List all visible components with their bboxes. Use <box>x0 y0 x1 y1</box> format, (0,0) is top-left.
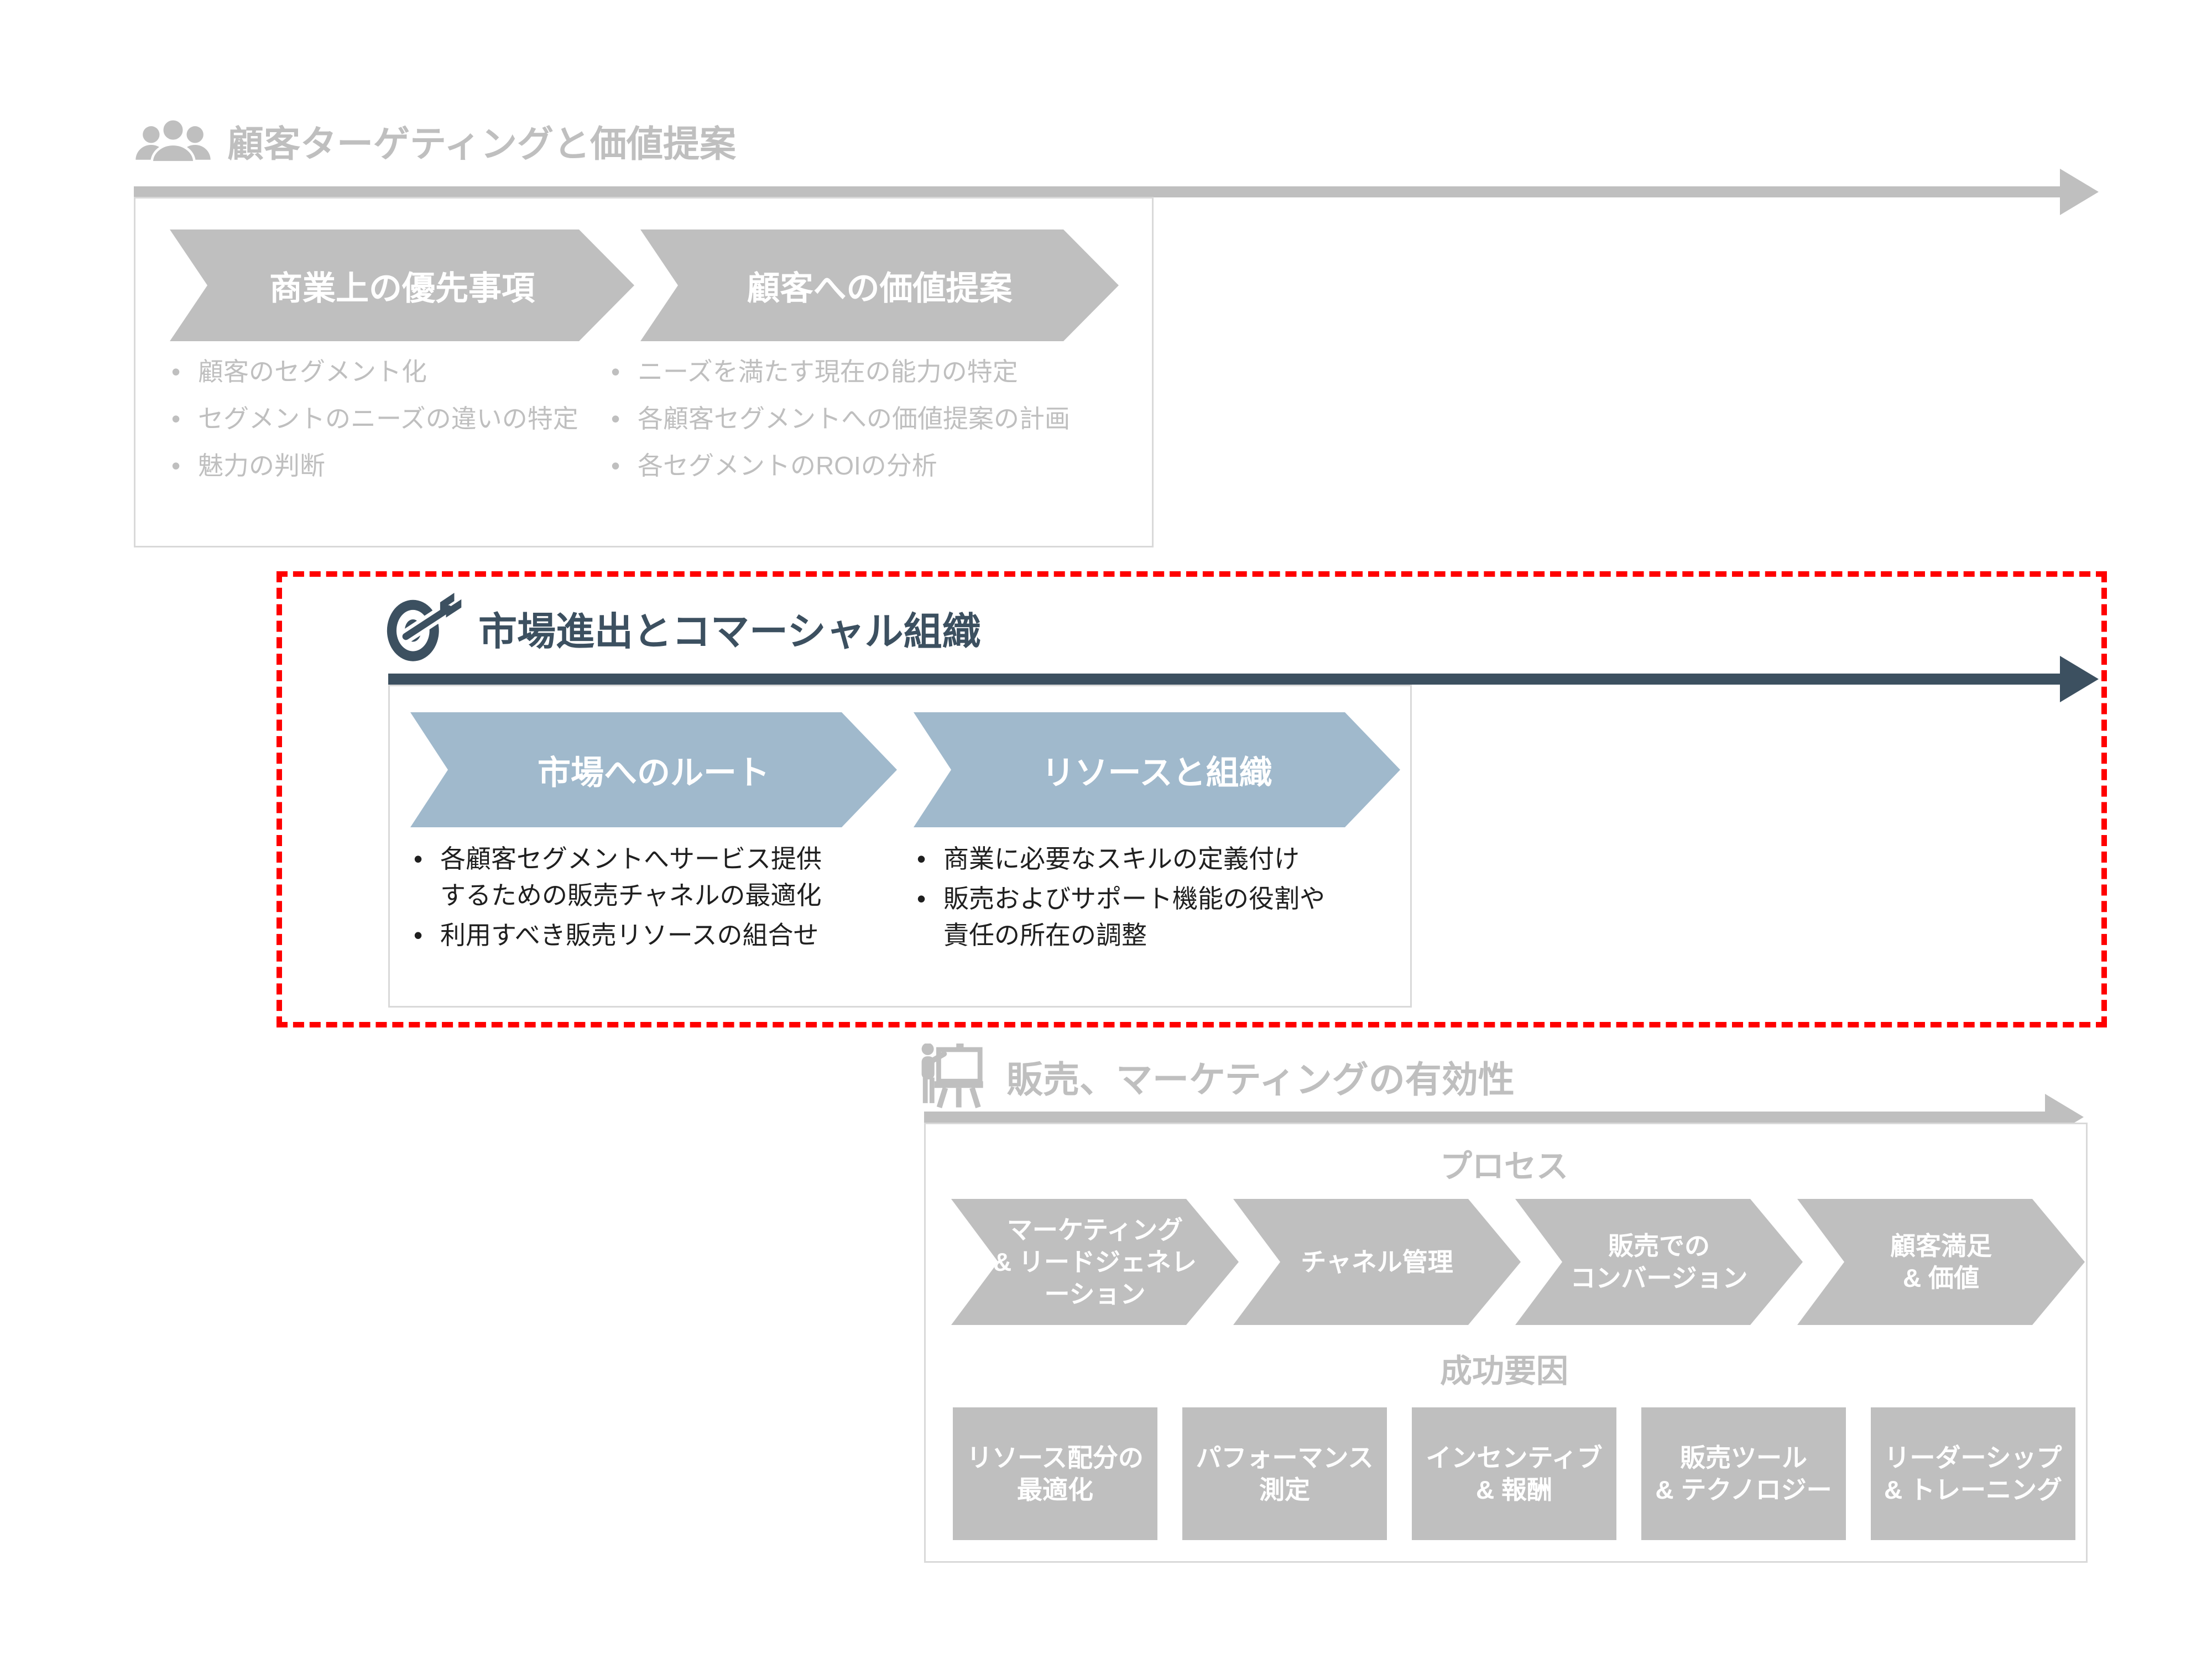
process-step-label: マーケティング & リードジェネレ ーション <box>993 1215 1197 1308</box>
section-title: 顧客ターゲティングと価値提案 <box>227 123 737 164</box>
section-header-go-to-market: 市場進出とコマーシャル組織 <box>384 593 981 664</box>
bullet-list-customer-value-prop: •ニーズを満たす現在の能力の特定 •各顧客セグメントへの価値提案の計画 •各セグ… <box>606 355 1147 496</box>
process-step-chevron-sales-conversion: 販売での コンバージョン <box>1515 1199 1803 1325</box>
list-item: •魅力の判断 <box>166 449 636 482</box>
bullet-dot: • <box>611 404 620 433</box>
process-step-label: 販売での コンバージョン <box>1570 1232 1748 1292</box>
bullet-dot: • <box>171 451 181 480</box>
timeline-arrow-go-to-market <box>388 655 2099 703</box>
success-factor-box-performance-measurement: パフォーマンス 測定 <box>1182 1407 1387 1540</box>
list-item: •利用すべき販売リソースの組合せ <box>408 917 911 953</box>
section-title: 販売、マーケティングの有効性 <box>1006 1059 1515 1100</box>
success-factor-box-sales-tools-technology: 販売ツール & テクノロジー <box>1641 1407 1846 1540</box>
highlight-dashed-border <box>276 571 2107 1027</box>
bullet-list-resources-org: •商業に必要なスキルの定義付け •販売およびサポート機能の役割や 責任の所在の調… <box>911 841 1426 957</box>
bullet-dot: • <box>916 884 926 913</box>
timeline-arrow-customer-targeting <box>134 168 2099 216</box>
list-item: •各セグメントのROIの分析 <box>606 449 1147 482</box>
arrow-shaft <box>388 674 2060 685</box>
list-item: •各顧客セグメントへサービス提供 するための販売チャネルの最適化 <box>408 841 911 914</box>
success-factor-box-resource-allocation: リソース配分の 最適化 <box>953 1407 1157 1540</box>
success-factor-label: リーダーシップ & トレーニング <box>1884 1443 2062 1504</box>
success-factor-label: リソース配分の 最適化 <box>967 1443 1144 1504</box>
arrow-shaft <box>134 186 2060 197</box>
list-item: •販売およびサポート機能の役割や 責任の所在の調整 <box>911 880 1426 953</box>
process-step-label: 顧客満足 & 価値 <box>1890 1232 1992 1292</box>
success-factor-label: パフォーマンス 測定 <box>1196 1443 1374 1504</box>
stage-label: 顧客への価値提案 <box>747 269 1013 307</box>
section-header-customer-targeting: 顧客ターゲティングと価値提案 <box>134 113 736 169</box>
arrow-shaft <box>924 1112 2045 1123</box>
success-factor-label: 販売ツール & テクノロジー <box>1655 1443 1832 1504</box>
success-factor-box-leadership-training: リーダーシップ & トレーニング <box>1871 1407 2075 1540</box>
process-step-label: チャネル管理 <box>1301 1248 1453 1276</box>
bullet-dot: • <box>171 404 181 433</box>
success-factor-label: インセンティブ & 報酬 <box>1426 1443 1603 1504</box>
bullet-list-route-to-market: •各顧客セグメントへサービス提供 するための販売チャネルの最適化 •利用すべき販… <box>408 841 911 957</box>
section-title: 市場進出とコマーシャル組織 <box>478 609 981 653</box>
presenter-easel-icon <box>918 1042 991 1110</box>
target-arrow-icon <box>384 593 463 664</box>
arrow-head <box>2060 169 2099 215</box>
process-step-chevron-marketing-leadgen: マーケティング & リードジェネレ ーション <box>951 1199 1239 1325</box>
process-step-chevron-channel-management: チャネル管理 <box>1233 1199 1521 1325</box>
bullet-dot: • <box>916 844 926 873</box>
list-item: •ニーズを満たす現在の能力の特定 <box>606 355 1147 388</box>
stage-chevron-customer-value-prop: 顧客への価値提案 <box>640 229 1119 341</box>
success-factor-box-incentives-rewards: インセンティブ & 報酬 <box>1412 1407 1616 1540</box>
process-step-chevron-customer-satisfaction: 顧客満足 & 価値 <box>1797 1199 2085 1325</box>
people-group-icon <box>134 117 212 165</box>
stage-chevron-commercial-priorities: 商業上の優先事項 <box>170 229 634 341</box>
section-header-sales-marketing: 販売、マーケティングの有効性 <box>918 1042 1515 1110</box>
bullet-dot: • <box>413 921 423 950</box>
list-item: •商業に必要なスキルの定義付け <box>911 841 1426 877</box>
bullet-dot: • <box>611 357 620 386</box>
success-band-label: 成功要因 <box>1439 1353 1568 1389</box>
bullet-dot: • <box>611 451 620 480</box>
stage-chevron-route-to-market: 市場へのルート <box>410 712 897 827</box>
process-band-label: プロセス <box>1439 1149 1568 1185</box>
list-item: •顧客のセグメント化 <box>166 355 636 388</box>
bullet-dot: • <box>171 357 181 386</box>
stage-label: リソースと組織 <box>1041 754 1272 791</box>
list-item: •セグメントのニーズの違いの特定 <box>166 402 636 435</box>
bullet-list-commercial-priorities: •顧客のセグメント化 •セグメントのニーズの違いの特定 •魅力の判断 <box>166 355 636 496</box>
stage-label: 商業上の優先事項 <box>269 269 535 307</box>
stage-label: 市場へのルート <box>538 754 770 791</box>
bullet-dot: • <box>413 844 423 873</box>
arrow-head <box>2060 656 2099 702</box>
stage-chevron-resources-org: リソースと組織 <box>914 712 1400 827</box>
list-item: •各顧客セグメントへの価値提案の計画 <box>606 402 1147 435</box>
